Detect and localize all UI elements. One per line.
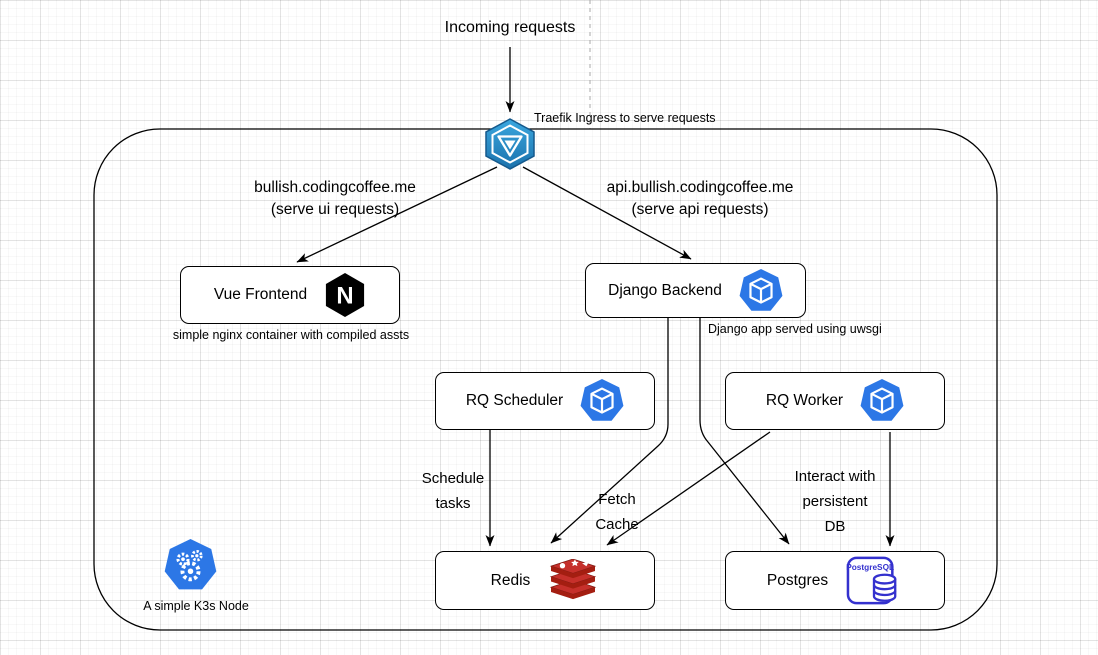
node-django-backend: Django Backend — [585, 263, 806, 318]
node-redis: Redis — [435, 551, 655, 610]
route-ui-label: bullish.codingcoffee.me (serve ui reques… — [254, 179, 416, 218]
node-postgres: Postgres PostgreSQL — [725, 551, 945, 610]
postgresql-icon: PostgreSQL — [845, 554, 903, 608]
node-rq-scheduler: RQ Scheduler — [435, 372, 655, 430]
kubernetes-pod-icon — [580, 379, 624, 423]
redis-icon — [547, 558, 599, 603]
traefik-ingress-icon — [483, 117, 537, 171]
edge-label-schedule-tasks: Schedule tasks — [421, 470, 485, 512]
k3s-icon — [164, 539, 217, 592]
incoming-requests-label: Incoming requests — [444, 19, 576, 36]
edge-label-interact-db: Interact with persistent DB — [794, 468, 876, 535]
postgresql-icon-text: PostgreSQL — [846, 561, 894, 571]
kubernetes-pod-icon — [739, 268, 783, 313]
edge-django-to-postgres — [699, 317, 790, 545]
traefik-ingress-note: Traefik Ingress to serve requests — [534, 111, 716, 125]
edge-traefik-to-vue — [296, 166, 498, 263]
route-api-label: api.bullish.codingcoffee.me (serve api r… — [606, 179, 794, 218]
node-rq-worker-label: RQ Worker — [765, 392, 844, 409]
nginx-icon: N — [324, 272, 366, 318]
k3s-node-note: A simple K3s Node — [143, 599, 249, 613]
node-rq-scheduler-label: RQ Scheduler — [465, 392, 564, 409]
edge-traefik-to-django — [522, 166, 692, 260]
node-postgres-label: Postgres — [766, 571, 829, 589]
node-vue-frontend-label: Vue Frontend — [213, 286, 308, 303]
node-redis-label: Redis — [490, 571, 531, 589]
vue-frontend-note: simple nginx container with compiled ass… — [172, 328, 410, 342]
edge-label-fetch-cache: Fetch Cache — [595, 491, 639, 533]
edge-django-to-redis — [550, 317, 669, 544]
node-vue-frontend: Vue Frontend N — [180, 266, 400, 324]
k3s-node-boundary — [93, 128, 998, 631]
django-backend-note: Django app served using uwsgi — [708, 322, 882, 336]
edge-worker-to-redis — [606, 431, 771, 546]
nginx-letter: N — [337, 283, 354, 310]
node-django-backend-label: Django Backend — [608, 281, 722, 299]
kubernetes-pod-icon — [860, 379, 904, 423]
node-rq-worker: RQ Worker — [725, 372, 945, 430]
